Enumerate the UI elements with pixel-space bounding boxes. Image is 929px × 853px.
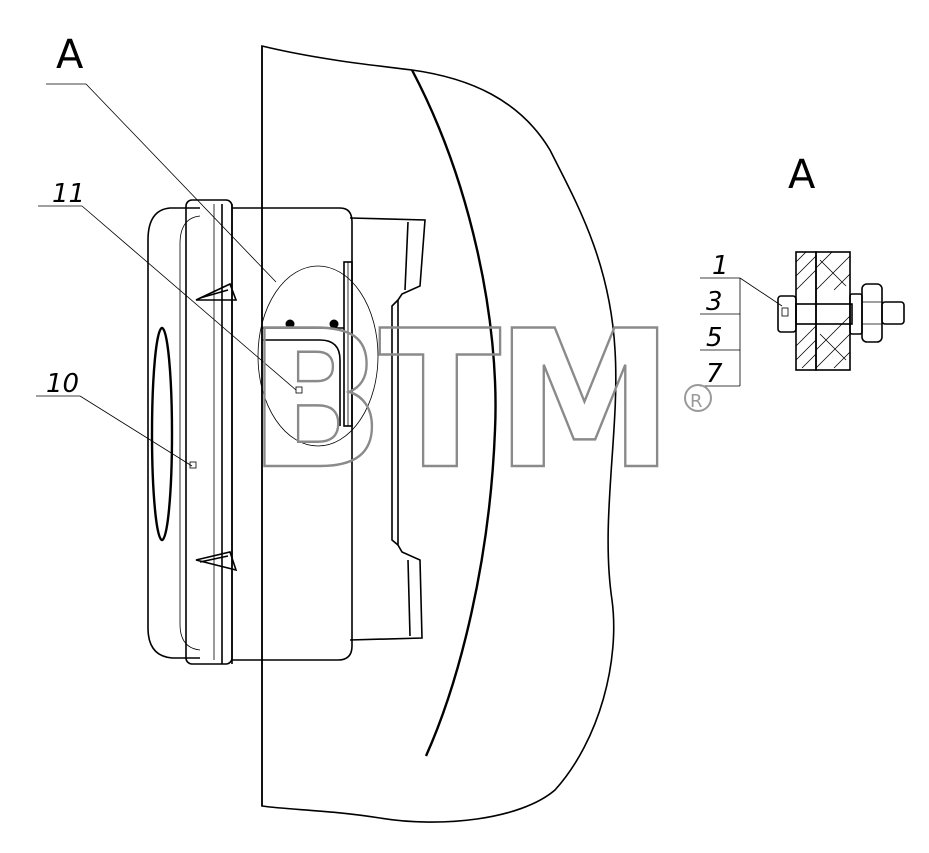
leader-lines [36, 83, 783, 467]
callout-5: 5 [706, 323, 723, 353]
watermark: BTM R [247, 289, 712, 512]
lamp-housing [147, 199, 353, 665]
mounting-bracket [349, 217, 426, 641]
detail-zone-circle [257, 261, 379, 447]
callout-7: 7 [706, 359, 723, 389]
callout-11: 11 [52, 179, 85, 209]
view-label-detail: A [788, 152, 816, 198]
body-panel [261, 44, 617, 823]
callout-1: 1 [712, 251, 729, 281]
callout-3: 3 [706, 287, 723, 317]
detail-view-bolt [777, 251, 905, 371]
watermark-registered-mark: R [690, 391, 703, 412]
view-label-main: A [56, 32, 84, 78]
callout-10: 10 [46, 369, 79, 399]
watermark-logo-text: BTM [248, 290, 668, 511]
